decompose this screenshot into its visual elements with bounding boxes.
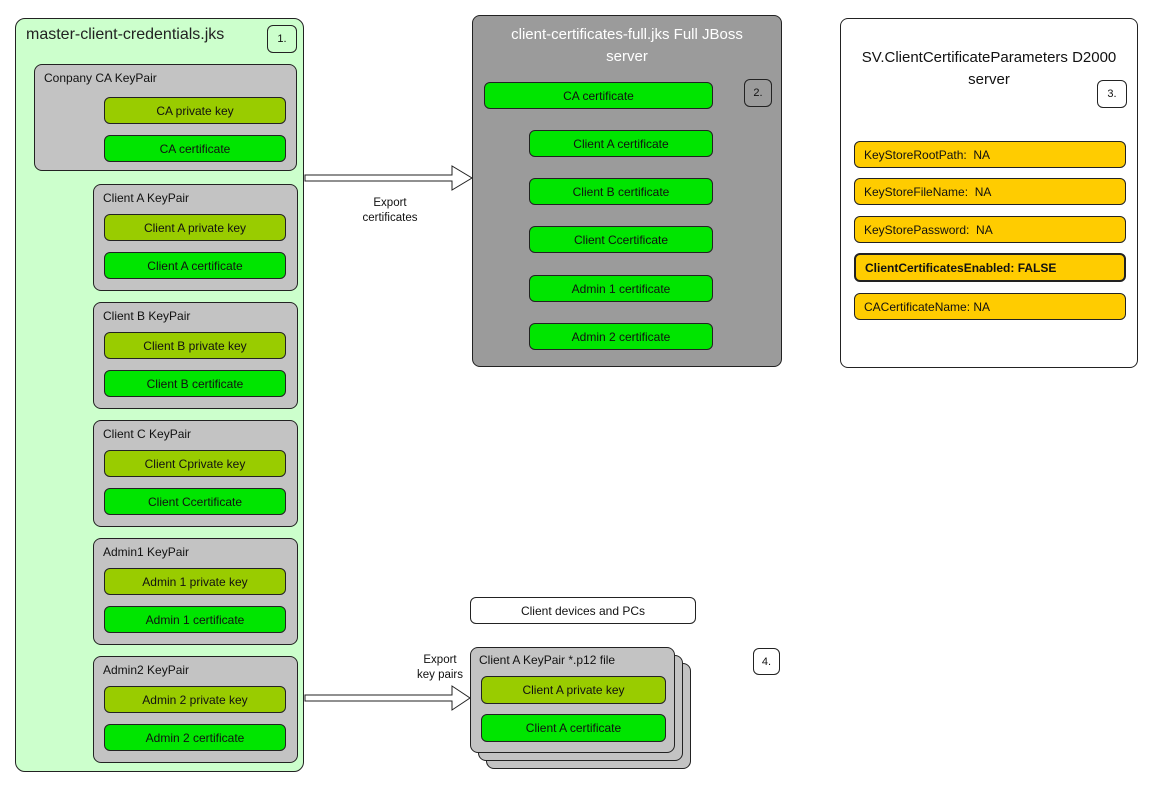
client-devices-header: Client devices and PCs <box>470 597 696 624</box>
certificate-box: CA certificate <box>104 135 286 162</box>
certificate-box: Client A certificate <box>481 714 666 742</box>
private-key-box: Client A private key <box>481 676 666 704</box>
certificate-box: Client B certificate <box>529 178 713 205</box>
keypair-group-admin1: Admin1 KeyPair Admin 1 private key Admin… <box>93 538 298 645</box>
export-certificates-label: Export certificates <box>340 196 440 226</box>
keypair-group-label: Admin2 KeyPair <box>103 663 190 677</box>
certificate-box: CA certificate <box>484 82 713 109</box>
parameter-box-keystorerootpath: KeyStoreRootPath: NA <box>854 141 1126 168</box>
certificate-box: Client B certificate <box>104 370 286 397</box>
step-badge-1: 1. <box>267 25 297 53</box>
private-key-box: Client B private key <box>104 332 286 359</box>
master-keystore-panel: master-client-credentials.jks 1. Conpany… <box>15 18 304 772</box>
step-badge-4-label: 4. <box>761 655 772 668</box>
step-badge-1-label: 1. <box>277 33 287 45</box>
keypair-group-label: Client C KeyPair <box>103 427 192 441</box>
export-key-pairs-label: Export key pairs <box>404 653 476 683</box>
step-badge-2: 2. <box>744 79 772 107</box>
parameter-box-clientcertificatesenabled: ClientCertificatesEnabled: FALSE <box>854 253 1126 282</box>
parameter-box-keystorefilename: KeyStoreFileName: NA <box>854 178 1126 205</box>
private-key-box: Admin 1 private key <box>104 568 286 595</box>
step-badge-3-label: 3. <box>1107 88 1117 100</box>
private-key-box: Client Cprivate key <box>104 450 286 477</box>
certificate-box: Admin 1 certificate <box>104 606 286 633</box>
step-badge-4: 4. <box>753 648 780 675</box>
keypair-group-label: Client A KeyPair <box>103 191 190 205</box>
keypair-group-company-ca: Conpany CA KeyPair CA private key CA cer… <box>34 64 297 171</box>
keypair-group-admin2: Admin2 KeyPair Admin 2 private key Admin… <box>93 656 298 763</box>
p12-card-front: Client A KeyPair *.p12 file Client A pri… <box>470 647 675 753</box>
keypair-group-client-b: Client B KeyPair Client B private key Cl… <box>93 302 298 409</box>
certificate-box: Client Ccertificate <box>104 488 286 515</box>
certificate-box: Admin 1 certificate <box>529 275 713 302</box>
parameter-box-keystorepassword: KeyStorePassword: NA <box>854 216 1126 243</box>
certificate-box: Client A certificate <box>104 252 286 279</box>
private-key-box: Client A private key <box>104 214 286 241</box>
certificate-box: Admin 2 certificate <box>104 724 286 751</box>
d2000-parameters-panel: SV.ClientCertificateParameters D2000 ser… <box>840 18 1138 368</box>
export-key-pairs-arrow <box>304 685 471 711</box>
jboss-keystore-title: client-certificates-full.jks Full JBoss … <box>511 26 743 65</box>
private-key-box: CA private key <box>104 97 286 124</box>
keypair-group-label: Client B KeyPair <box>103 309 191 323</box>
keypair-group-label: Conpany CA KeyPair <box>44 71 157 85</box>
step-badge-2-label: 2. <box>753 87 763 99</box>
d2000-panel-title: SV.ClientCertificateParameters D2000 ser… <box>861 49 1117 88</box>
export-key-pairs-label-line1: Export <box>423 654 457 666</box>
certificate-box: Client Ccertificate <box>529 226 713 253</box>
certificate-box: Admin 2 certificate <box>529 323 713 350</box>
private-key-box: Admin 2 private key <box>104 686 286 713</box>
master-keystore-title: master-client-credentials.jks <box>26 26 225 43</box>
p12-card-title: Client A KeyPair *.p12 file <box>479 653 616 667</box>
jboss-keystore-panel: client-certificates-full.jks Full JBoss … <box>472 15 782 367</box>
keypair-group-client-c: Client C KeyPair Client Cprivate key Cli… <box>93 420 298 527</box>
keypair-group-label: Admin1 KeyPair <box>103 545 190 559</box>
keypair-group-client-a: Client A KeyPair Client A private key Cl… <box>93 184 298 291</box>
certificate-box: Client A certificate <box>529 130 713 157</box>
export-certificates-arrow <box>304 165 473 191</box>
step-badge-3: 3. <box>1097 80 1127 108</box>
export-certificates-label-line2: certificates <box>362 212 418 224</box>
export-certificates-label-line1: Export <box>373 197 407 209</box>
parameter-box-cacertificatename: CACertificateName: NA <box>854 293 1126 320</box>
export-key-pairs-label-line2: key pairs <box>416 669 464 681</box>
